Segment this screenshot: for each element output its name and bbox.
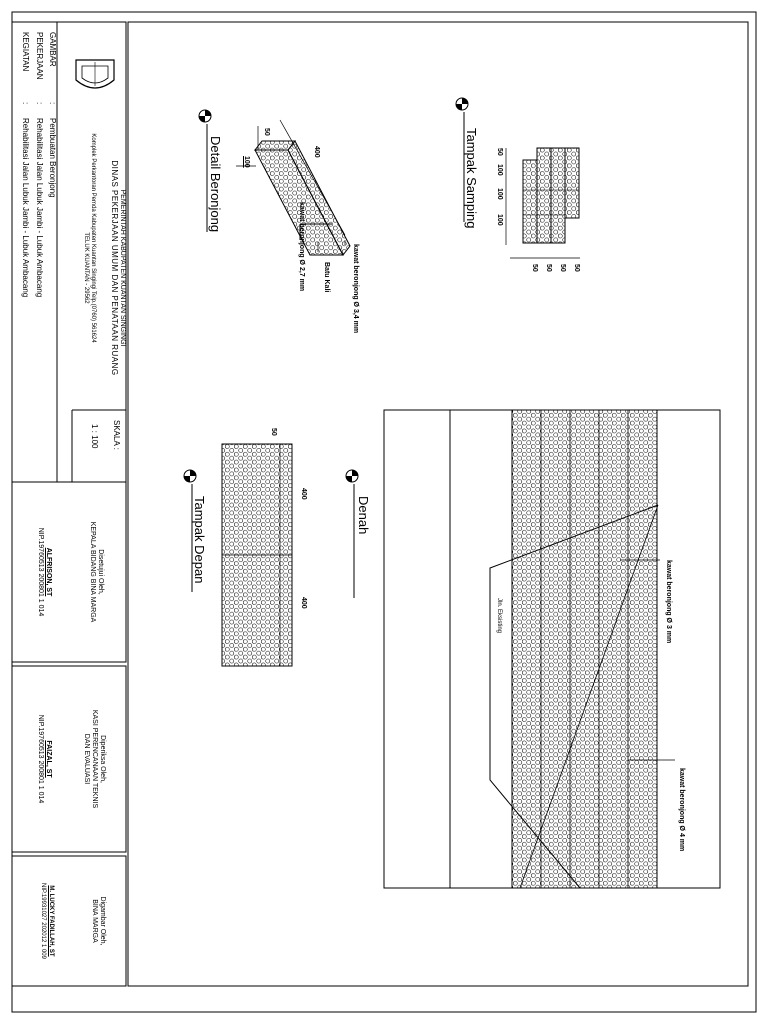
title-block-frame [11, 21, 127, 987]
value-kegiatan: Rehabilitasi Jalan Lubuk Jambi - Lubuk A… [21, 118, 30, 298]
sig1-nip: NIP.19760513 200801 1 014 [37, 527, 44, 617]
side-view-dimension-lines [505, 148, 580, 259]
sig2-title-2: DAN EVALUASI [83, 733, 90, 785]
plan-mesh [511, 409, 658, 889]
label-kegiatan: KEGIATAN [21, 32, 30, 72]
front-dim-len1: 400 [300, 488, 307, 500]
sep-kegiatan: : [21, 102, 30, 105]
label-gambar: GAMBAR [48, 32, 57, 67]
detail-dimension-lines [236, 119, 346, 252]
label-wire-3: kawat beronjong Ø 3 mm [665, 560, 672, 644]
existing-road-line [489, 504, 659, 889]
sig2-role: Diperiksa Oleh, [99, 735, 106, 783]
scale-value: 1 : 100 [90, 424, 99, 449]
side-view-title: Tampak Samping [464, 128, 479, 229]
tampak-samping-view [455, 97, 580, 259]
sig1-name: ALFRISON, ST [45, 547, 52, 597]
denah-view [345, 409, 721, 889]
sig1-role: Disetujui Oleh, [97, 549, 104, 595]
detail-beronjong-view [198, 109, 351, 256]
side-dim-h1: 50 [573, 264, 580, 272]
sig3-nip: NIP.19931027 202012 1 009 [40, 883, 46, 959]
tampak-depan-view [183, 443, 293, 667]
side-dim-w2: 100 [496, 164, 503, 176]
side-dim-w4: 100 [496, 214, 503, 226]
detail-view-title: Detail Beronjong [208, 136, 223, 233]
detail-dim-length: 400 [313, 146, 320, 158]
side-view-boxes [522, 147, 580, 244]
sig2-title: KASI PERENCANAAN TEKNIS [91, 709, 98, 809]
side-dim-w3: 100 [496, 188, 503, 200]
org-line-2: DINAS PEKERJAAN UMUM DAN PENATAAN RUANG [110, 160, 119, 376]
sig3-title: BINA MARGA [91, 899, 98, 943]
detail-box [253, 140, 351, 256]
label-wire-34: kawat beronjong Ø 3,4 mm [352, 244, 359, 334]
regency-logo [75, 59, 115, 89]
side-dim-h4: 50 [531, 264, 538, 272]
sig2-name: FAIZAL, ST [45, 740, 52, 778]
sep-gambar: : [48, 102, 57, 105]
label-pekerjaan: PEKERJAAN [35, 32, 44, 80]
label-wire-27: kawat beronjong Ø 2,7 mm [298, 202, 305, 292]
org-line-4: TELUK KUANTAN - 29562 [83, 232, 89, 304]
label-wire-4: kawat beronjong Ø 4 mm [678, 768, 685, 852]
sig2-nip: NIP.19760513 200801 1 014 [37, 714, 44, 804]
value-pekerjaan: Rehabilitasi Jalan Lubuk Jambi - Lubuk A… [35, 118, 44, 298]
sig3-role: Digambar Oleh, [99, 896, 106, 946]
sig3-name: M. LUCKY FADILLAH, ST [48, 885, 54, 957]
org-line-1: PEMERINTAH KABUPATEN KUANTAN SINGINGI [119, 189, 126, 347]
plan-view-title: Denah [356, 496, 371, 535]
label-existing-road: Jln. Eksisting [496, 598, 502, 634]
scale-label: SKALA : [112, 420, 121, 450]
side-dim-h3: 50 [545, 264, 552, 272]
side-dim-w1: 50 [496, 148, 503, 156]
front-view-title: Tampak Depan [192, 496, 207, 584]
detail-dim-height: 50 [263, 128, 270, 136]
sig1-title: KEPALA BIDANG BINA MARGA [89, 521, 96, 623]
label-batu-kali: Batu Kali [323, 262, 330, 293]
detail-dim-width: 100 [243, 156, 250, 168]
side-dim-h2: 50 [559, 264, 566, 272]
org-line-3: Komplek Perkantoran Pemda Kabupaten Kuan… [90, 133, 96, 343]
sep-pekerjaan: : [35, 102, 44, 105]
front-dim-len2: 400 [300, 597, 307, 609]
value-gambar: Pembuatan Beronjong [48, 118, 57, 198]
inner-frame [127, 21, 749, 987]
front-dim-height: 50 [270, 428, 277, 436]
